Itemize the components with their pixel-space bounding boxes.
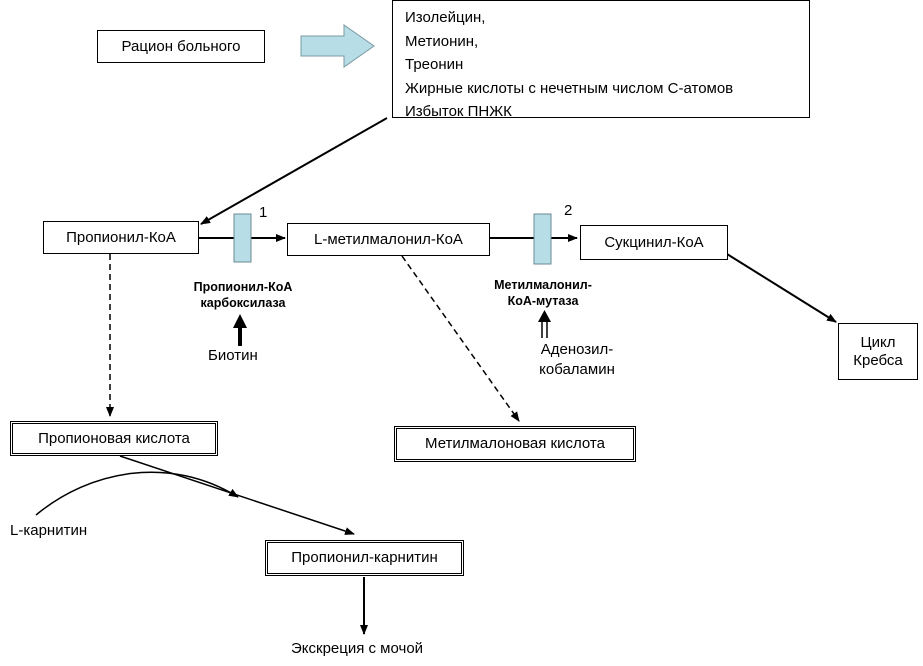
source-item: Избыток ПНЖК <box>405 103 512 120</box>
succinyl-coa-label: Сукцинил-КоА <box>604 233 704 251</box>
propionic-to-carnitine-arrow <box>119 455 355 535</box>
enzyme1-name: Пропионил-КоА карбоксилаза <box>168 279 318 311</box>
propionyl-coa-label: Пропионил-КоА <box>66 228 176 246</box>
propionyl-carnitine-label: Пропионил-карнитин <box>291 549 438 566</box>
l-methylmalonyl-coa-box: L-метилмалонил-КоА <box>287 223 490 256</box>
enzyme2-name-line1: Метилмалонил- <box>494 278 592 292</box>
l-carnitine-curve <box>35 471 239 516</box>
enzyme2-block <box>533 213 552 265</box>
enzyme2-number: 2 <box>564 202 573 219</box>
propionyl-carnitine-box: Пропионил-карнитин <box>265 540 464 576</box>
adenosylcobalamin-label: Аденозил- кобаламин <box>527 340 627 380</box>
source-item: Изолейцин, <box>405 9 486 26</box>
succinyl-coa-box: Сукцинил-КоА <box>580 225 728 260</box>
propionyl-coa-box: Пропионил-КоА <box>43 221 199 254</box>
source-item: Треонин <box>405 56 464 73</box>
l-methylmalonyl-coa-label: L-метилмалонил-КоА <box>314 230 463 248</box>
l-carnitine-label: L-карнитин <box>10 522 88 539</box>
sources-to-propionyl-arrow <box>200 117 388 225</box>
enzyme1-name-line2: карбоксилаза <box>200 296 286 310</box>
methylmalonyl-to-methylmalonic-dashed-arrow <box>401 255 520 422</box>
diet-box-label: Рацион больного <box>121 37 241 55</box>
excretion-label: Экскреция с мочой <box>291 640 424 657</box>
sources-box: Изолейцин, Метионин, Треонин Жирные кисл… <box>392 0 810 120</box>
propionic-acid-label: Пропионовая кислота <box>38 429 190 447</box>
krebs-line1: Цикл <box>860 333 896 351</box>
source-item: Метионин, <box>405 32 479 50</box>
enzyme1-block <box>233 213 252 263</box>
propionic-acid-box: Пропионовая кислота <box>10 421 218 456</box>
enzyme2-name-line2: КоА-мутаза <box>507 294 579 308</box>
krebs-cycle-box: Цикл Кребса <box>838 323 918 380</box>
diet-to-sources-fat-arrow <box>300 24 375 68</box>
diet-box: Рацион больного <box>97 30 265 63</box>
adenosyl-line1: Аденозил- <box>540 341 614 358</box>
enzyme1-name-line1: Пропионил-КоА <box>193 280 293 294</box>
methylmalonic-acid-box: Метилмалоновая кислота <box>394 426 636 462</box>
succinyl-to-krebs-arrow <box>726 253 837 323</box>
source-item: Жирные кислоты с нечетным числом С-атомо… <box>405 79 734 97</box>
biotin-label: Биотин <box>208 347 258 364</box>
adenosyl-line2: кобаламин <box>539 361 615 378</box>
methylmalonic-acid-label: Метилмалоновая кислота <box>425 435 605 452</box>
enzyme2-name: Метилмалонил- КоА-мутаза <box>488 277 598 309</box>
enzyme1-number: 1 <box>259 204 268 221</box>
krebs-line2: Кребса <box>853 351 903 369</box>
